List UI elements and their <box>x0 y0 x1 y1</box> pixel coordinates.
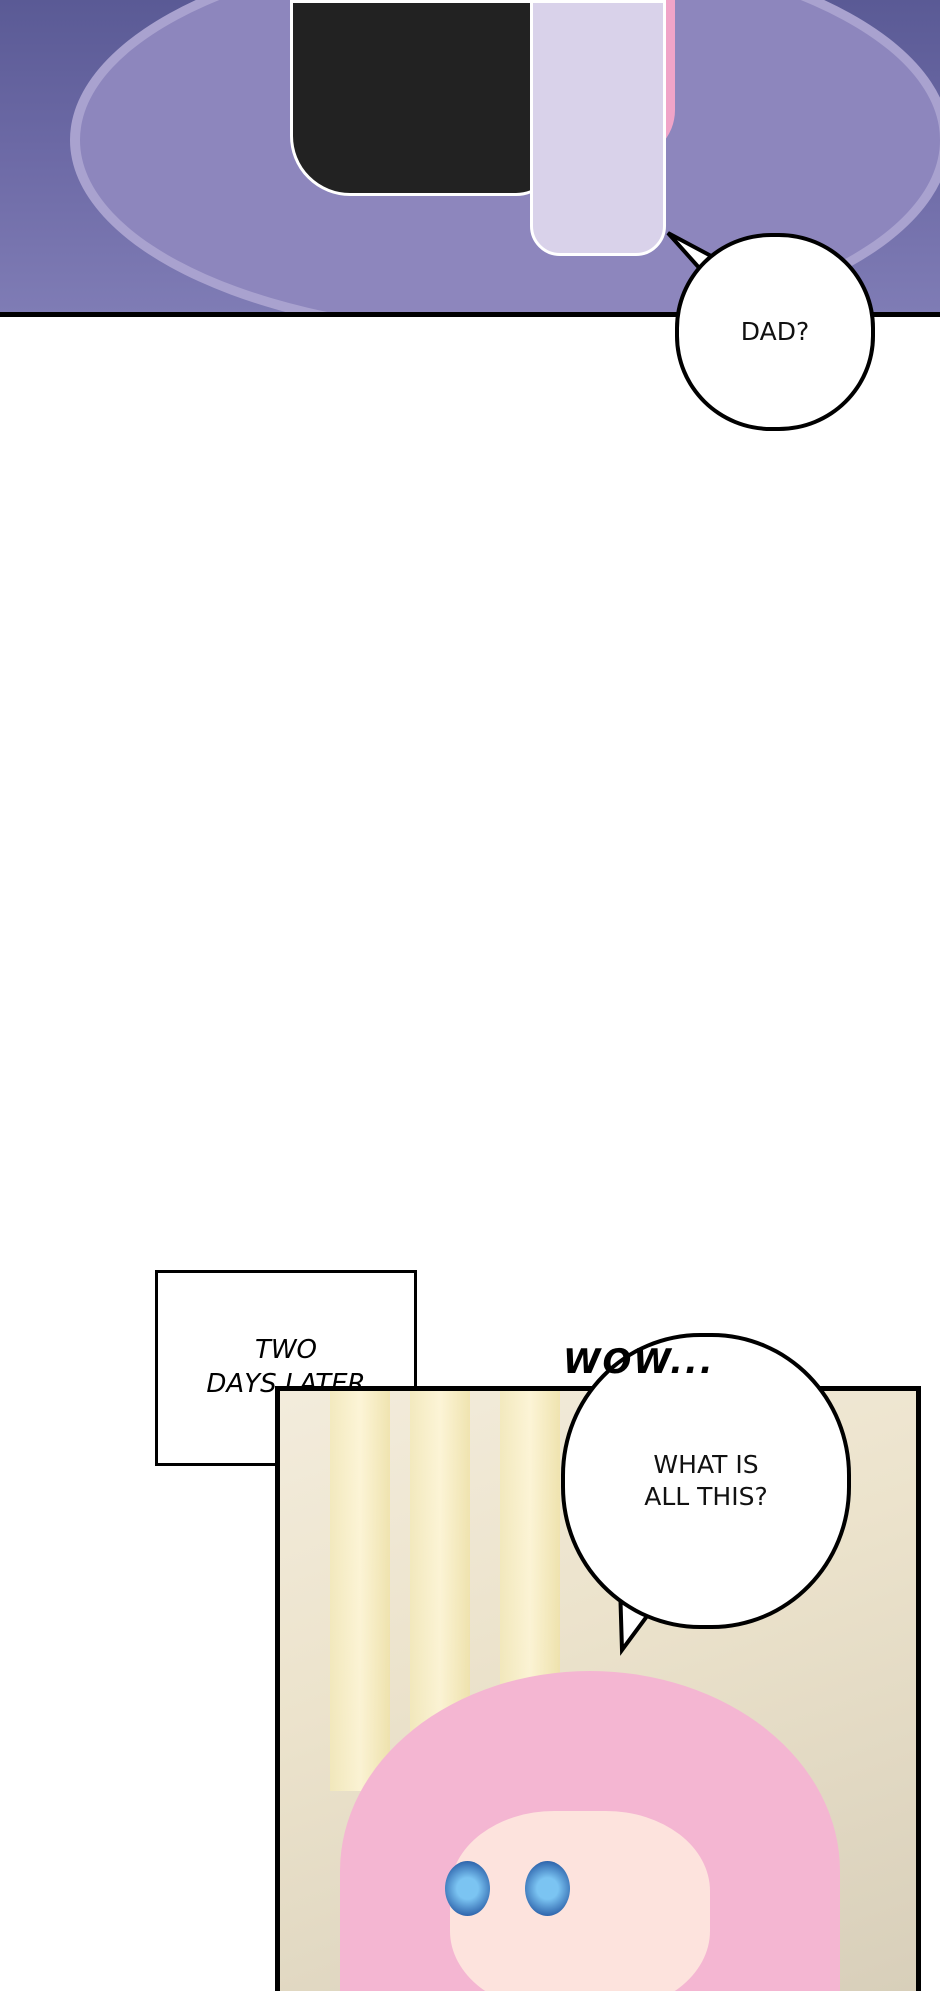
speech-bubble-what-is-all-this: WHAT IS ALL THIS? <box>561 1333 851 1629</box>
little-girl-figure <box>530 0 666 256</box>
girl-eye-right <box>525 1861 570 1916</box>
bottom-panel-artwork <box>275 1386 921 1991</box>
speech-text: DAD? <box>740 316 810 346</box>
speech-line: ALL THIS? <box>644 1482 768 1511</box>
curtain <box>330 1391 390 1791</box>
girl-eye-left <box>445 1861 490 1916</box>
speech-line: WHAT IS <box>653 1449 759 1479</box>
kneeling-man-figure <box>290 0 556 196</box>
sfx-wow: WOW... <box>563 1342 715 1382</box>
caption-line: TWO <box>254 1335 318 1366</box>
speech-bubble-dad: DAD? <box>675 233 875 431</box>
girl-face <box>450 1811 710 1991</box>
